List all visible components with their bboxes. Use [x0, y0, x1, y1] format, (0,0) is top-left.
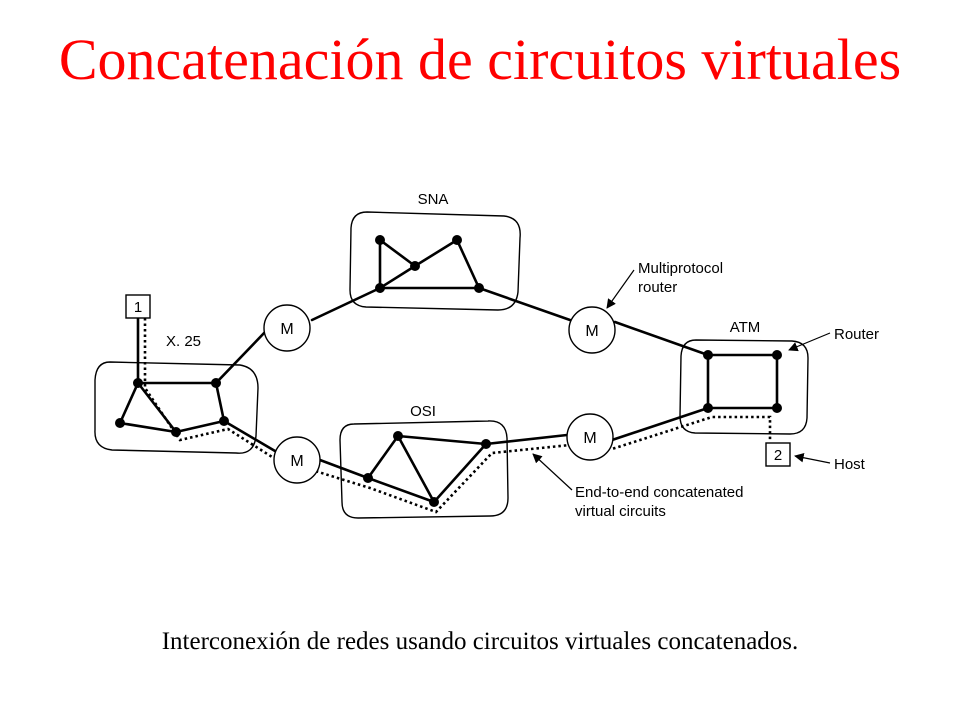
sna-node [375, 283, 385, 293]
x25-node [115, 418, 125, 428]
router-annotation: Router [834, 326, 879, 343]
x25-network-boundary [94, 361, 259, 454]
x25-node [133, 378, 143, 388]
x25-label: X. 25 [166, 333, 201, 350]
sna-node [474, 283, 484, 293]
svg-text:M: M [583, 430, 596, 447]
e2e-annotation-line1: End-to-end concatenated [575, 484, 743, 501]
svg-text:M: M [290, 453, 303, 470]
osi-network-boundary [339, 420, 509, 519]
e2e-arrow [532, 453, 573, 491]
x25-osi-thin-link [397, 435, 435, 503]
end-to-end-virtual-circuit-path [143, 318, 772, 514]
svg-text:1: 1 [134, 299, 142, 316]
host-annotation: Host [834, 456, 866, 473]
osi-label: OSI [410, 403, 436, 420]
host-2: 2 [765, 442, 791, 467]
network-nodes [115, 235, 782, 507]
atm-node [703, 350, 713, 360]
atm-node [772, 403, 782, 413]
x25-node [211, 378, 221, 388]
sna-label: SNA [418, 191, 449, 208]
slide-caption: Interconexión de redes usando circuitos … [161, 628, 799, 655]
atm-label: ATM [730, 319, 761, 336]
atm-node [703, 403, 713, 413]
multiprotocol-router-m4: M [566, 413, 614, 461]
osi-node [429, 497, 439, 507]
multiprotocol-router-m3: M [273, 436, 321, 484]
host-1: 1 [125, 294, 151, 319]
sna-node [410, 261, 420, 271]
x25-node [171, 427, 181, 437]
multiprotocol-router-m1: M [263, 304, 311, 352]
osi-node [393, 431, 403, 441]
multiprotocol-router-annotation-line1: Multiprotocol [638, 260, 723, 277]
osi-node [363, 473, 373, 483]
network-links [118, 238, 779, 504]
sna-node [375, 235, 385, 245]
e2e-annotation-line2: virtual circuits [575, 503, 666, 520]
atm-node [772, 350, 782, 360]
multiprotocol-router-arrow [606, 269, 635, 309]
x25-node [219, 416, 229, 426]
svg-text:M: M [585, 323, 598, 340]
osi-node [481, 439, 491, 449]
router-arrow [788, 332, 831, 352]
sna-node [452, 235, 462, 245]
multiprotocol-router-annotation-line2: router [638, 279, 677, 296]
multiprotocol-router-m2: M [568, 306, 616, 354]
sna-network-boundary [349, 211, 521, 311]
svg-text:M: M [280, 321, 293, 338]
slide-title: Concatenación de circuitos virtuales [58, 27, 902, 92]
atm-network-boundary [679, 339, 809, 435]
svg-text:2: 2 [774, 447, 782, 464]
host-arrow [794, 452, 831, 464]
